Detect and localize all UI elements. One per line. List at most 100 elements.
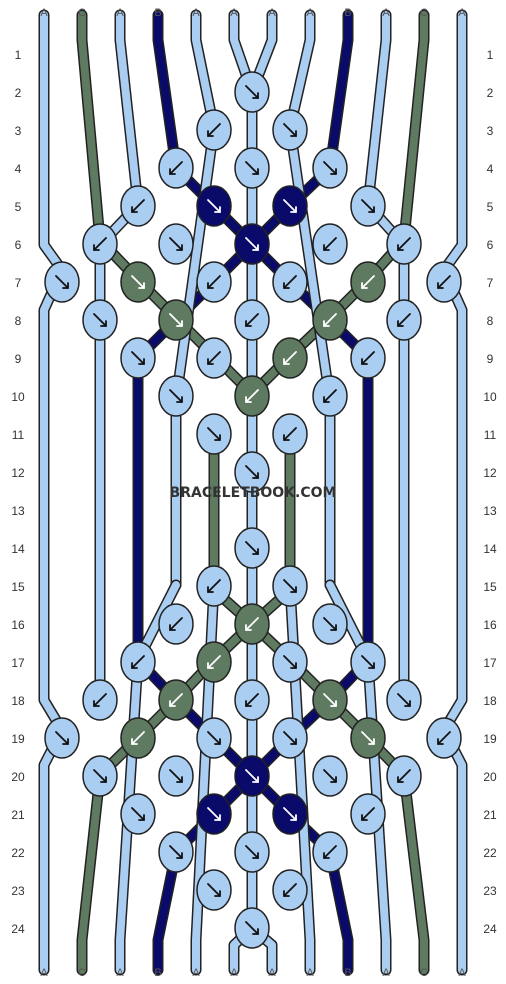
arrow-down-right-icon: [131, 275, 145, 289]
row-number-left: 7: [15, 276, 22, 290]
arrow-down-left-icon: [93, 237, 107, 251]
knot: [272, 413, 308, 455]
arrow-down-right-icon: [245, 845, 259, 859]
knot: [120, 717, 156, 759]
arrow-down-left-icon: [323, 389, 337, 403]
strand-label-bottom: A: [306, 967, 314, 979]
arrow-down-left-icon: [245, 389, 259, 403]
row-number-left: 10: [11, 390, 25, 404]
arrow-down-left-icon: [207, 123, 221, 137]
row-number-right: 23: [483, 884, 497, 898]
row-number-left: 6: [15, 238, 22, 252]
strand-label-top: A: [230, 7, 238, 19]
arrow-down-left-icon: [361, 275, 375, 289]
knot: [350, 261, 386, 303]
arrow-down-right-icon: [323, 769, 337, 783]
row-number-left: 15: [11, 580, 25, 594]
knot: [234, 299, 270, 341]
watermark: BRACELETBOOK.COM: [170, 485, 337, 501]
knot: [272, 869, 308, 911]
strand-label-top: C: [78, 7, 86, 19]
row-number-right: 8: [487, 314, 494, 328]
row-number-right: 10: [483, 390, 497, 404]
knot: [272, 261, 308, 303]
arrow-down-right-icon: [323, 617, 337, 631]
knot: [120, 261, 156, 303]
arrow-down-right-icon: [245, 465, 259, 479]
row-number-right: 1: [487, 48, 494, 62]
arrow-down-right-icon: [283, 123, 297, 137]
row-number-right: 24: [483, 922, 497, 936]
knot: [120, 185, 156, 227]
knot: [234, 603, 270, 645]
knot: [350, 641, 386, 683]
arrow-down-left-icon: [397, 237, 411, 251]
row-number-left: 11: [12, 428, 25, 442]
strand-label-top: A: [268, 7, 276, 19]
arrow-down-left-icon: [283, 427, 297, 441]
row-number-right: 19: [483, 732, 497, 746]
arrow-down-right-icon: [361, 655, 375, 669]
row-number-right: 12: [483, 466, 497, 480]
knot: [386, 299, 422, 341]
row-number-right: 20: [483, 770, 497, 784]
row-number-left: 8: [15, 314, 22, 328]
row-number-left: 18: [11, 694, 25, 708]
knot: [350, 717, 386, 759]
knot: [196, 109, 232, 151]
arrow-down-right-icon: [245, 237, 259, 251]
knots-layer: [44, 71, 462, 949]
arrow-down-right-icon: [169, 237, 183, 251]
knot: [272, 793, 308, 835]
row-number-right: 7: [487, 276, 494, 290]
row-number-left: 3: [15, 124, 22, 138]
knot: [120, 337, 156, 379]
strand-label-top: A: [306, 7, 314, 19]
row-number-right: 5: [487, 200, 494, 214]
knot: [234, 907, 270, 949]
arrow-down-right-icon: [283, 655, 297, 669]
row-number-right: 15: [483, 580, 497, 594]
arrow-down-right-icon: [361, 731, 375, 745]
thread-light-lower-inner-right: [286, 581, 314, 974]
knot: [272, 717, 308, 759]
knot: [158, 679, 194, 721]
knot: [196, 337, 232, 379]
arrow-down-right-icon: [245, 921, 259, 935]
strand-label-top: B: [344, 7, 351, 19]
row-number-left: 4: [15, 162, 22, 176]
arrow-down-left-icon: [169, 693, 183, 707]
arrow-down-left-icon: [131, 731, 145, 745]
knot: [234, 679, 270, 721]
knot: [312, 603, 348, 645]
knot: [82, 755, 118, 797]
strand-label-bottom: A: [116, 967, 124, 979]
knot: [82, 223, 118, 265]
knot: [44, 261, 80, 303]
thread-light-center-a: [230, 11, 256, 474]
knot: [312, 755, 348, 797]
arrow-down-left-icon: [361, 351, 375, 365]
knot: [158, 755, 194, 797]
arrow-down-right-icon: [283, 579, 297, 593]
thread-light-lower-inner-left: [192, 581, 218, 974]
knot: [234, 147, 270, 189]
strand-label-bottom: C: [78, 967, 86, 979]
row-number-right: 2: [487, 86, 494, 100]
thread-edge-left: [40, 11, 66, 974]
strand-label-bottom: A: [40, 967, 48, 979]
arrow-down-right-icon: [245, 541, 259, 555]
arrow-down-right-icon: [207, 731, 221, 745]
knot: [350, 793, 386, 835]
knot: [234, 451, 270, 493]
row-number-left: 19: [11, 732, 25, 746]
knot: [120, 793, 156, 835]
strand-label-bottom: A: [268, 967, 276, 979]
knot: [44, 717, 80, 759]
knot: [82, 679, 118, 721]
knot: [386, 679, 422, 721]
knot: [158, 223, 194, 265]
arrow-down-left-icon: [245, 313, 259, 327]
knot: [272, 337, 308, 379]
